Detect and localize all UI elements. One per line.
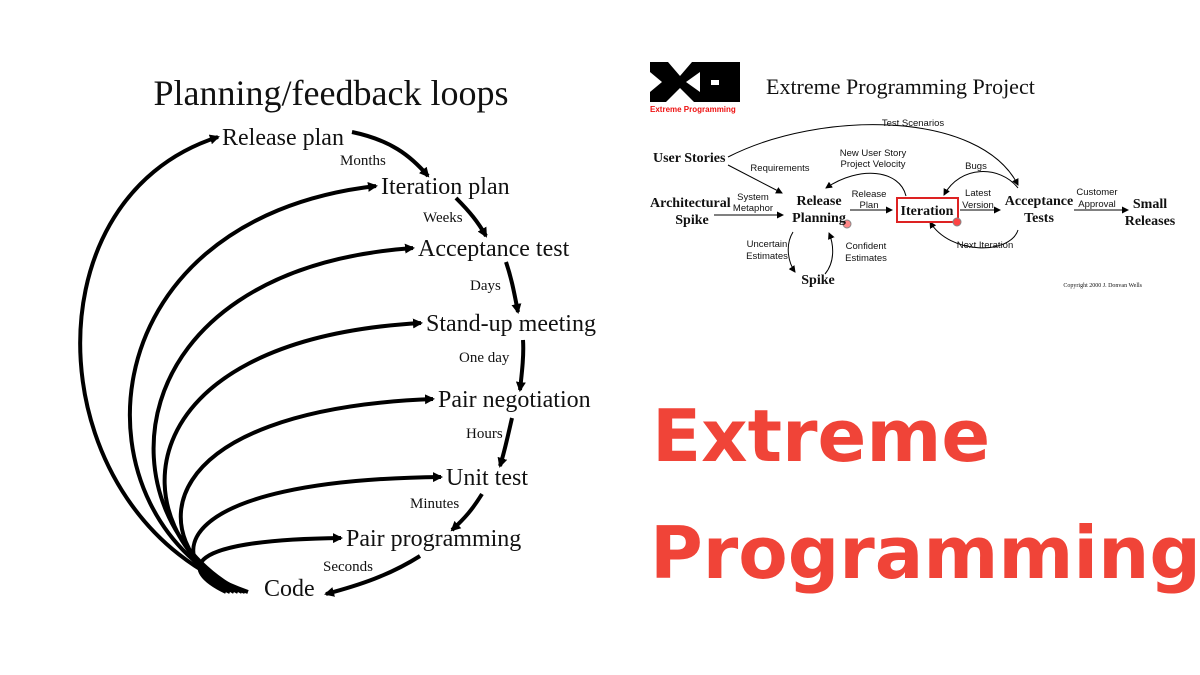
step-unit-test: Unit test bbox=[446, 465, 528, 491]
xp-arrows bbox=[714, 124, 1129, 275]
arc-release-plan bbox=[78, 134, 249, 594]
arc-unit-test bbox=[191, 472, 443, 594]
interval-weeks: Weeks bbox=[423, 210, 463, 226]
step-standup-meeting: Stand-up meeting bbox=[426, 311, 596, 337]
node-release-2: Planning bbox=[792, 211, 846, 226]
svg-text:Confident: Confident bbox=[846, 241, 887, 252]
headline-line-2: Programming bbox=[650, 511, 1200, 595]
arc-iteration-plan bbox=[127, 181, 378, 594]
step-iteration-plan: Iteration plan bbox=[381, 174, 510, 200]
step-release-plan: Release plan bbox=[222, 125, 344, 151]
node-arch-1: Architectural bbox=[650, 196, 731, 211]
feedback-arcs bbox=[78, 134, 443, 594]
arc-pair-negotiation bbox=[178, 394, 435, 594]
svg-text:Customer: Customer bbox=[1076, 187, 1117, 198]
headline-line-1: Extreme bbox=[652, 394, 990, 478]
step-arrows bbox=[324, 130, 526, 597]
interval-hours: Hours bbox=[466, 426, 503, 442]
arc-pair-programming bbox=[197, 533, 343, 594]
svg-text:Estimates: Estimates bbox=[746, 251, 788, 262]
svg-text:Test Scenarios: Test Scenarios bbox=[882, 118, 945, 129]
svg-text:Release: Release bbox=[852, 189, 887, 200]
svg-text:Approval: Approval bbox=[1078, 199, 1116, 210]
svg-text:Bugs: Bugs bbox=[965, 161, 987, 172]
step-pair-negotiation: Pair negotiation bbox=[438, 387, 591, 413]
node-iteration: Iteration bbox=[901, 204, 954, 219]
xp-labels: Test Scenarios Requirements New User Sto… bbox=[733, 118, 1118, 264]
svg-text:Estimates: Estimates bbox=[845, 253, 887, 264]
interval-days: Days bbox=[470, 278, 501, 294]
step-acceptance-test: Acceptance test bbox=[418, 236, 570, 262]
node-acceptance-1: Acceptance bbox=[1005, 194, 1073, 209]
node-spike: Spike bbox=[801, 273, 834, 288]
iteration-box bbox=[896, 197, 959, 223]
svg-text:Metaphor: Metaphor bbox=[733, 203, 773, 214]
interval-months: Months bbox=[340, 153, 386, 169]
node-arch-2: Spike bbox=[675, 213, 708, 228]
svg-text:Latest: Latest bbox=[965, 188, 991, 199]
xp-copyright: Copyright 2000 J. Donvan Wells bbox=[1063, 283, 1142, 289]
node-small-2: Releases bbox=[1125, 214, 1176, 229]
magnifier-icon bbox=[952, 217, 962, 227]
node-user-stories: User Stories bbox=[653, 151, 726, 166]
node-acceptance-2: Tests bbox=[1024, 211, 1054, 226]
svg-text:Next Iteration: Next Iteration bbox=[957, 240, 1014, 251]
magnifier-icon bbox=[842, 219, 852, 229]
loops-title: Planning/feedback loops bbox=[154, 73, 509, 113]
svg-text:System: System bbox=[737, 192, 769, 203]
interval-seconds: Seconds bbox=[323, 559, 373, 575]
svg-text:Requirements: Requirements bbox=[750, 163, 809, 174]
interval-one-day: One day bbox=[459, 350, 510, 366]
xp-logo-text: Extreme Programming bbox=[650, 105, 736, 114]
xp-logo: Extreme Programming bbox=[650, 62, 740, 114]
svg-text:Version: Version bbox=[962, 200, 994, 211]
xp-title: Extreme Programming Project bbox=[766, 74, 1035, 99]
xp-nodes: User Stories Architectural Spike Release… bbox=[650, 151, 1176, 288]
svg-text:Plan: Plan bbox=[859, 200, 878, 211]
svg-text:Project Velocity: Project Velocity bbox=[841, 159, 906, 170]
node-small-1: Small bbox=[1133, 197, 1167, 212]
node-release-1: Release bbox=[796, 194, 841, 209]
step-code: Code bbox=[264, 576, 315, 602]
step-pair-programming: Pair programming bbox=[346, 526, 521, 552]
svg-text:New User Story: New User Story bbox=[840, 148, 907, 159]
interval-minutes: Minutes bbox=[410, 496, 459, 512]
svg-text:Uncertain: Uncertain bbox=[747, 239, 788, 250]
